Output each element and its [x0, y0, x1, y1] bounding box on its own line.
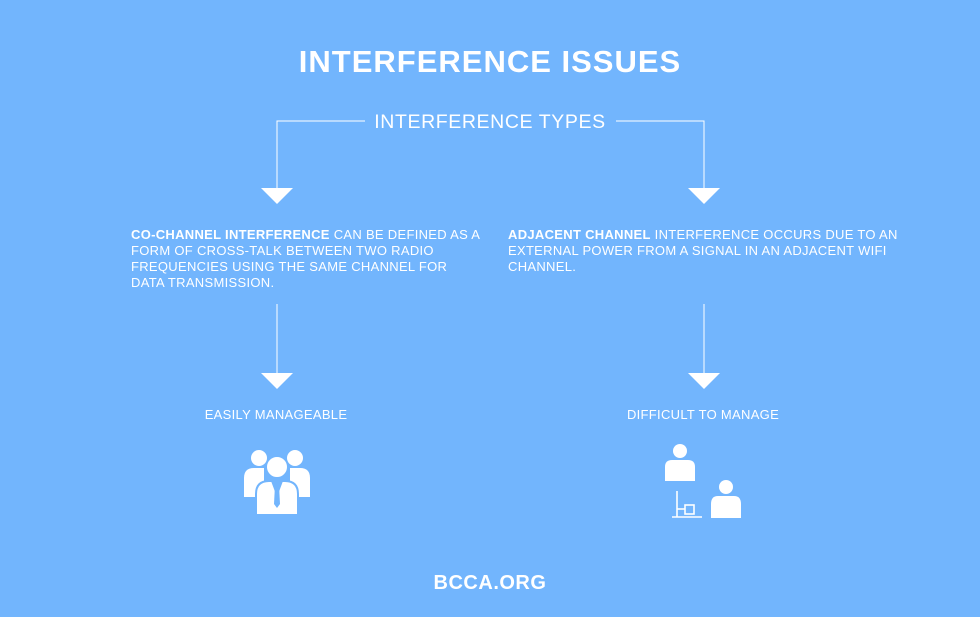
arrow-head-top-left: [261, 188, 293, 204]
group-people-icon: [244, 450, 310, 516]
subtitle: INTERFERENCE TYPES: [374, 111, 606, 133]
arrow-head-bottom-left: [261, 373, 293, 389]
co-channel-term: CO-CHANNEL INTERFERENCE: [131, 227, 330, 242]
easily-manageable-label: EASILY MANAGEABLE: [204, 407, 348, 422]
difficult-to-manage-label: DIFFICULT TO MANAGE: [626, 407, 780, 422]
bracket-left: [276, 120, 365, 190]
footer-brand: BCCA.ORG: [433, 572, 547, 594]
arrow-head-top-right: [688, 188, 720, 204]
page-title: INTERFERENCE ISSUES: [298, 44, 682, 79]
adjacent-channel-term: ADJACENT CHANNEL: [508, 227, 651, 242]
co-channel-description: CO-CHANNEL INTERFERENCE CAN BE DEFINED A…: [131, 227, 481, 291]
co-channel-text: CAN BE DEFINED AS A FORM OF CROSS-TALK B…: [131, 227, 480, 290]
bracket-right: [616, 120, 705, 190]
adjacent-channel-description: ADJACENT CHANNEL INTERFERENCE OCCURS DUE…: [508, 227, 908, 275]
arrow-head-bottom-right: [688, 373, 720, 389]
adjacent-channel-text: INTERFERENCE OCCURS DUE TO AN EXTERNAL P…: [508, 227, 898, 274]
separated-people-icon: [665, 444, 741, 518]
